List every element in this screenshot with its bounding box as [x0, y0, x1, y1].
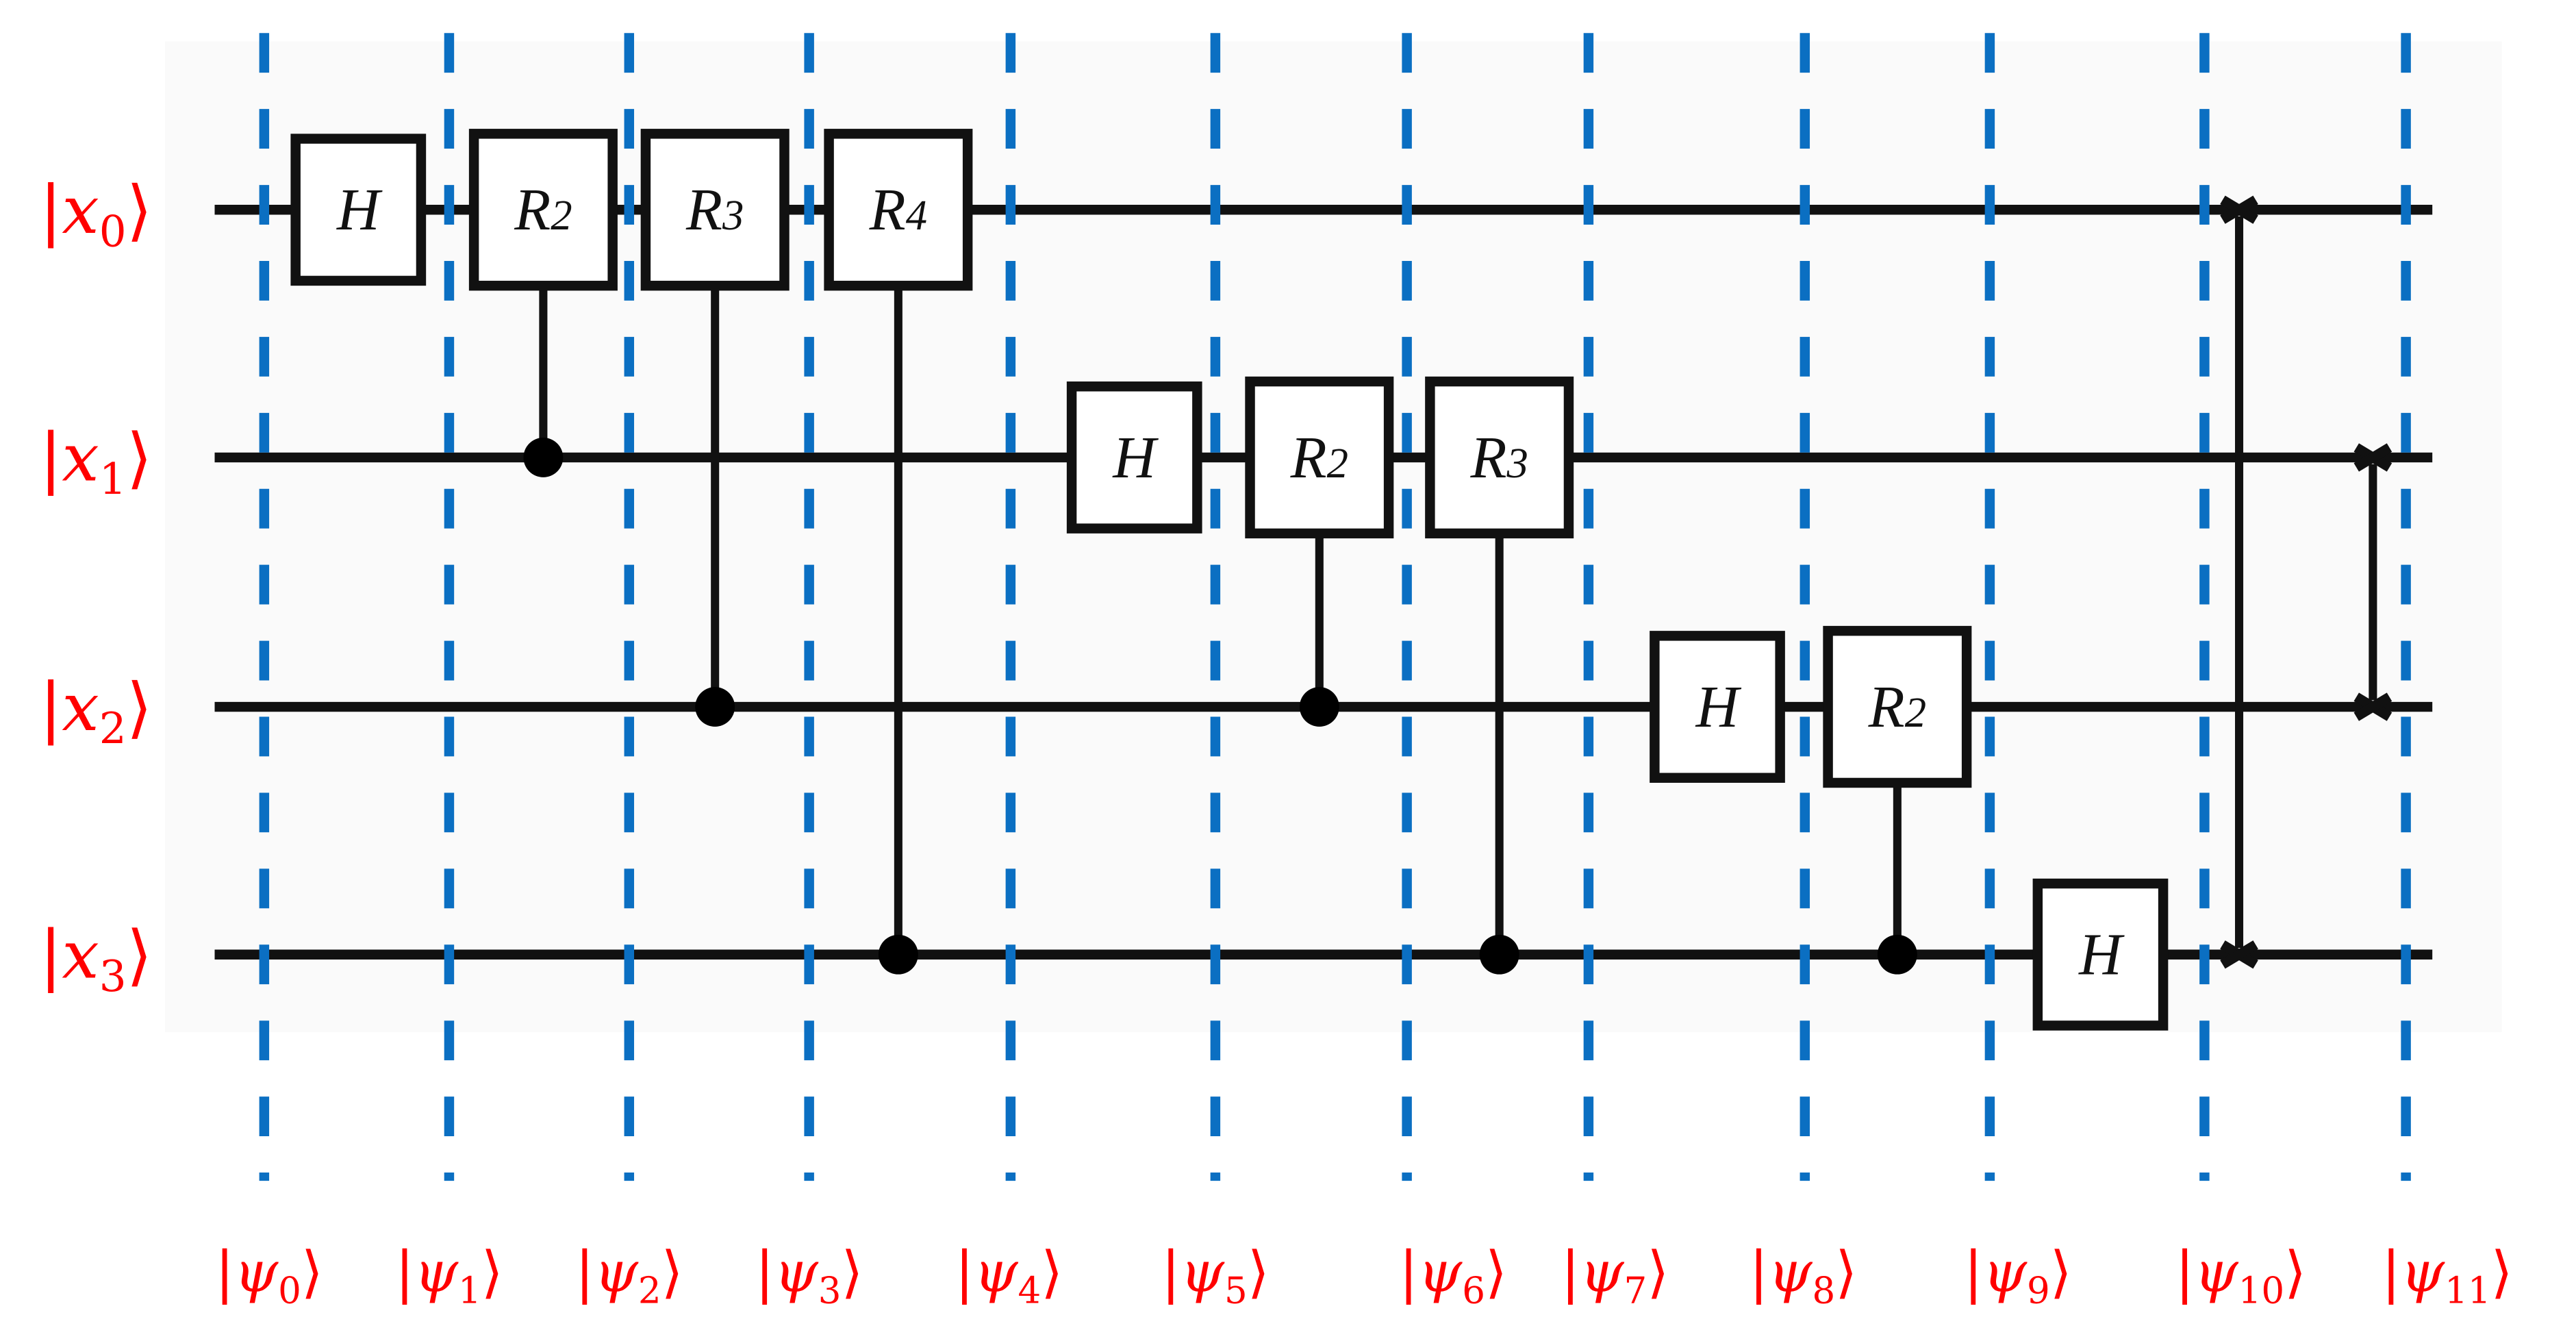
swap-x-icon: [2220, 940, 2258, 969]
state-labels: |ψ0⟩ |ψ1⟩ |ψ2⟩ |ψ3⟩ |ψ4⟩ |ψ5⟩ |ψ6⟩ |ψ7⟩ |ψ8⟩ |ψ9⟩…: [215, 1240, 2512, 1312]
qubit-label-x0: |x0⟩: [40, 171, 152, 256]
gate-box: [640, 129, 790, 291]
swap-x-icon: [2353, 692, 2392, 721]
swap-x-icon: [2353, 443, 2392, 472]
control-dot: [1877, 934, 1917, 975]
gate-R2-q0: R2: [468, 129, 618, 291]
state-label-psi-11: |ψ11⟩: [2382, 1240, 2512, 1312]
qubit-labels: |x0⟩ |x1⟩ |x2⟩ |x3⟩: [40, 171, 152, 1001]
state-label-psi-1: |ψ1⟩: [395, 1240, 503, 1312]
control-dot: [1299, 687, 1339, 727]
state-label-psi-10: |ψ10⟩: [2175, 1240, 2306, 1312]
gate-R2-q2: R2: [1823, 625, 1972, 788]
swap-x-icon: [2220, 195, 2258, 224]
state-label-psi-0: |ψ0⟩: [215, 1240, 323, 1312]
gate-H-q3: H: [2032, 878, 2169, 1031]
state-label-psi-5: |ψ5⟩: [1161, 1240, 1270, 1312]
gate-label: H: [2078, 922, 2125, 988]
gate-box: [1066, 381, 1202, 534]
gate-box: [1650, 631, 1785, 783]
gate-box: [824, 129, 973, 291]
gate-label: H: [1695, 674, 1742, 740]
state-label-psi-2: |ψ2⟩: [575, 1240, 683, 1312]
state-barriers: [259, 33, 2411, 1181]
gate-label: R2: [1868, 674, 1926, 740]
state-label-psi-6: |ψ6⟩: [1399, 1240, 1507, 1312]
gate-box: [290, 134, 427, 286]
gate-label: R2: [514, 177, 572, 242]
gate-H-q0: H: [290, 134, 427, 286]
gate-box: [2032, 878, 2169, 1031]
qubit-label-x1: |x1⟩: [40, 419, 152, 504]
control-dot: [1479, 934, 1519, 975]
state-label-psi-4: |ψ4⟩: [955, 1240, 1063, 1312]
gate-H-q2: H: [1650, 631, 1785, 783]
qubit-label-x3: |x3⟩: [40, 916, 152, 1001]
control-connectors: [539, 216, 2377, 955]
control-dot: [523, 438, 564, 477]
state-label-psi-8: |ψ8⟩: [1750, 1240, 1858, 1312]
gate-box: [1425, 376, 1574, 539]
state-label-psi-7: |ψ7⟩: [1561, 1240, 1669, 1312]
gate-box: [1823, 625, 1972, 788]
qubit-label-x2: |x2⟩: [40, 668, 152, 753]
gate-label: R3: [685, 177, 744, 242]
gate-R3-q0: R3: [640, 129, 790, 291]
state-label-psi-3: |ψ3⟩: [755, 1240, 863, 1312]
state-label-psi-9: |ψ9⟩: [1964, 1240, 2072, 1312]
control-dot: [695, 687, 735, 727]
gate-label: H: [1112, 425, 1159, 490]
gate-R4-q0: R4: [824, 129, 973, 291]
gate-label: H: [336, 177, 383, 242]
gate-R3-q1: R3: [1425, 376, 1574, 539]
gate-R2-q1: R2: [1245, 376, 1394, 539]
control-dot: [878, 934, 918, 975]
gate-box: [468, 129, 618, 291]
gate-label: R2: [1290, 425, 1348, 490]
gate-label: R4: [869, 177, 927, 242]
gate-H-q1: H: [1066, 381, 1202, 534]
gate-box: [1245, 376, 1394, 539]
gate-label: R3: [1469, 425, 1528, 490]
